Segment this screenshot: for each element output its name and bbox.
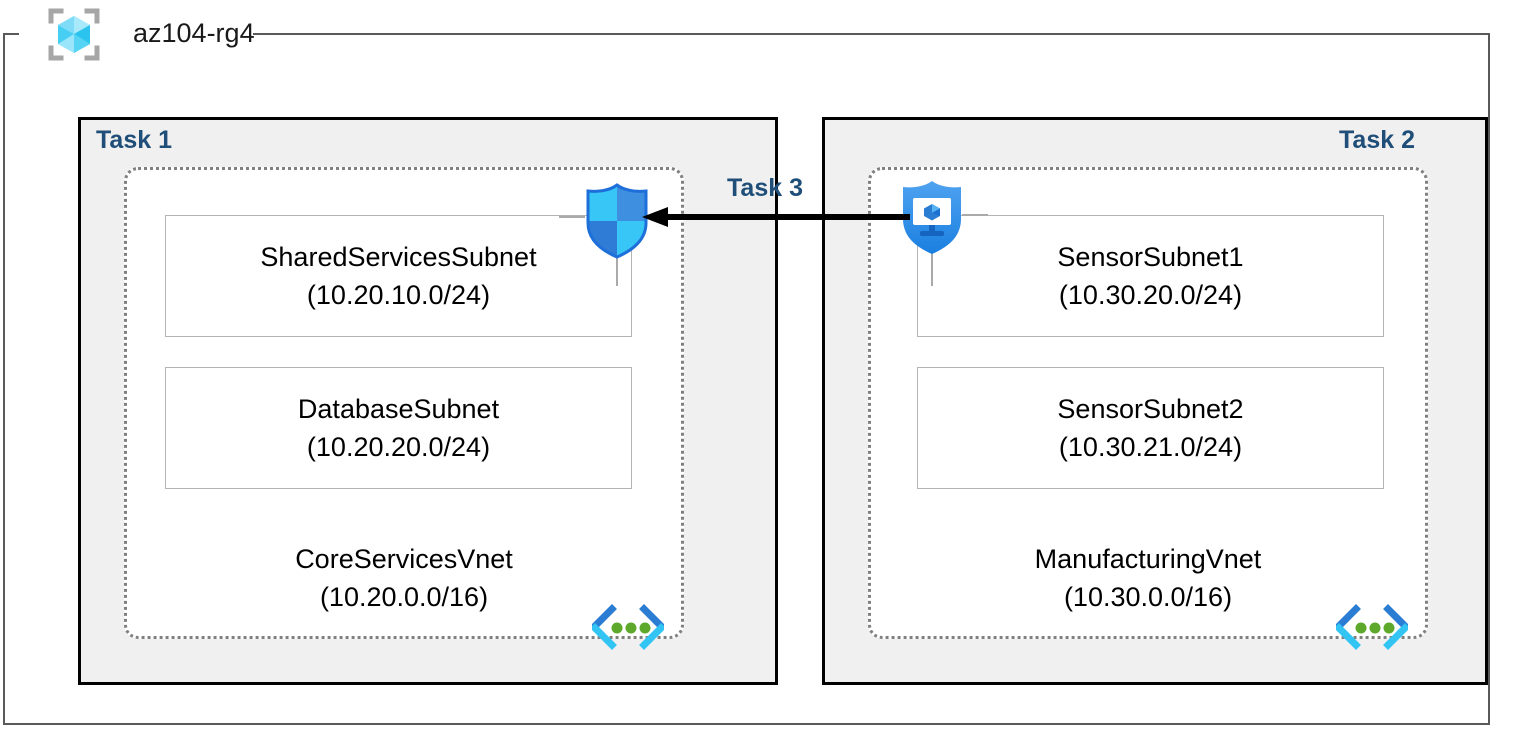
task-1-label: Task 1 — [96, 126, 172, 154]
subnet-sensor-2[interactable]: SensorSubnet2 (10.30.21.0/24) — [917, 367, 1384, 489]
vnet-cidr: (10.20.0.0/16) — [319, 582, 489, 612]
subnet-cidr: (10.20.10.0/24) — [306, 280, 491, 310]
resource-group-frame-right — [1488, 33, 1490, 725]
vnet-name: ManufacturingVnet — [1034, 544, 1262, 574]
bastion-connector-stub-right — [962, 214, 988, 216]
subnet-name: SensorSubnet2 — [1057, 394, 1244, 424]
azure-resource-group-cube-icon — [45, 7, 103, 62]
vnet-name: CoreServicesVnet — [295, 544, 513, 574]
subnet-name: DatabaseSubnet — [297, 394, 500, 424]
subnet-name: SensorSubnet1 — [1057, 242, 1244, 272]
resource-group-frame-top-left-stub — [3, 33, 19, 35]
subnet-database[interactable]: DatabaseSubnet (10.20.20.0/24) — [165, 367, 632, 489]
resource-group-name: az104-rg4 — [133, 18, 255, 48]
subnet-shared-services[interactable]: SharedServicesSubnet (10.20.10.0/24) — [165, 215, 632, 337]
resource-group-frame-bottom — [3, 723, 1490, 725]
subnet-cidr: (10.20.20.0/24) — [306, 432, 491, 462]
subnet-cidr: (10.30.21.0/24) — [1058, 432, 1243, 462]
azure-firewall-shield-icon — [583, 183, 651, 259]
task-3-label: Task 3 — [727, 174, 803, 202]
subnet-name: SharedServicesSubnet — [260, 242, 537, 272]
virtual-network-icon — [1334, 604, 1410, 652]
vnet-cidr: (10.30.0.0/16) — [1063, 582, 1233, 612]
manufacturing-vnet-caption: ManufacturingVnet (10.30.0.0/16) — [868, 540, 1428, 616]
subnet-sensor-1[interactable]: SensorSubnet1 (10.30.20.0/24) — [917, 215, 1384, 337]
resource-group-frame-left — [3, 33, 5, 725]
bastion-connector-stub-down — [931, 250, 933, 286]
task-2-label: Task 2 — [1339, 126, 1415, 154]
subnet-cidr: (10.30.20.0/24) — [1058, 280, 1243, 310]
task-3-peering-arrow — [640, 200, 910, 234]
core-services-vnet-caption: CoreServicesVnet (10.20.0.0/16) — [124, 540, 684, 616]
resource-group-frame-top-right — [253, 33, 1490, 35]
firewall-connector-stub-down — [616, 252, 618, 286]
firewall-connector-stub-left — [559, 216, 585, 218]
azure-bastion-shield-monitor-icon — [898, 178, 966, 256]
virtual-network-icon — [590, 604, 666, 652]
